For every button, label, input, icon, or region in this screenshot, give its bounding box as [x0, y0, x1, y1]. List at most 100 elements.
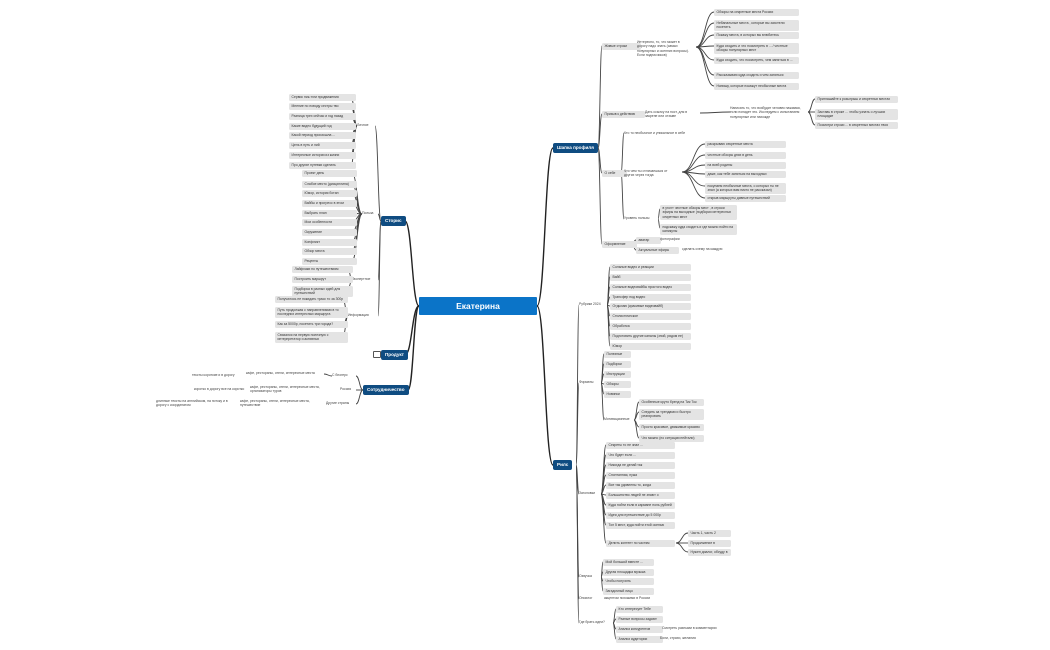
stories-plan-item[interactable]: Разница трех сейчас и год назад	[289, 113, 356, 120]
reels-formats-item[interactable]: Новинки	[604, 391, 631, 398]
reels-hooks-item[interactable]: Делить контент по частям	[606, 540, 675, 547]
coop-other-left[interactable]: длинные тексты на английском, на потоку …	[156, 399, 228, 408]
reels-topics-item[interactable]: Сольные видео и реакции	[610, 264, 691, 271]
reels-voice-item[interactable]: Чтобы получить	[603, 578, 654, 585]
stories-info-label[interactable]: Информация	[348, 313, 369, 317]
reels-hooks-sub[interactable]: Нужен диалог, обсуду в	[688, 549, 731, 556]
reels-cta-text[interactable]: акцентом похожими в России	[604, 596, 651, 600]
profile-name-label[interactable]: Живые строки	[602, 43, 641, 50]
topic-profile[interactable]: Шапка профиля	[553, 143, 598, 153]
reels-motivation-item[interactable]: Следить за трендами и быстро реагировать	[639, 409, 704, 420]
reels-hooks-item[interactable]: Что будет если ...	[606, 452, 675, 459]
coop-russia-label[interactable]: Россия	[340, 387, 352, 391]
stories-plan-item[interactable]: Цель в путь и лий	[289, 142, 356, 149]
profile-about-label[interactable]: О себе	[602, 170, 627, 177]
profile-design-item[interactable]: аватар	[636, 237, 661, 244]
reels-voice-item[interactable]: Мой большой вместе ...	[603, 559, 654, 566]
stories-useful-item[interactable]: Мои особенности	[302, 219, 357, 226]
profile-name-item[interactable]: Рассказываю куда сходить и чем заняться	[714, 72, 799, 79]
stories-plan-label[interactable]: Личное	[357, 123, 369, 127]
coop-russia-left[interactable]: коротко в дорогу все на коротко	[194, 387, 245, 391]
stories-info-item[interactable]: Путь продолжая с направлениями в то посл…	[275, 307, 348, 318]
profile-about-sub[interactable]: честные обзоры днях в день	[705, 152, 786, 159]
reels-cta-label[interactable]: Опоилог	[579, 596, 593, 600]
reels-topics-item[interactable]: Отдыхаю (красивые видеовайб)	[610, 303, 691, 310]
reels-hooks-item[interactable]: Спонтанная, нужа	[606, 472, 675, 479]
reels-hooks-sub[interactable]: Продолжение в	[688, 540, 731, 547]
stories-expert-item[interactable]: Построить маршрут	[292, 276, 353, 283]
profile-about-item[interactable]: Уровень пользы	[624, 216, 650, 220]
profile-name-item[interactable]: Куда сходить и что посмотреть в ... / че…	[714, 43, 799, 54]
profile-name-item[interactable]: Напишу, которые покажут необычные места	[714, 83, 799, 90]
stories-useful-item[interactable]: Вайбы и прогресс в этом	[302, 200, 357, 207]
stories-useful-item[interactable]: Выбрать план	[302, 210, 357, 217]
stories-plan-item[interactable]: Сервис ник-тэги продвижения	[289, 94, 356, 101]
reels-hooks-item[interactable]: Топ 5 мест, куда пойти этой осенью	[606, 522, 675, 529]
stories-info-item[interactable]: Связался на первую полезную с интерпрета…	[275, 332, 348, 343]
profile-about-item[interactable]: Кто то необычное и уникальное в себе	[624, 131, 686, 135]
reels-hooks-item[interactable]: Идеи для путешествие до 5 000р	[606, 512, 675, 519]
reels-formats-label[interactable]: Форматы	[579, 380, 594, 384]
profile-name-item[interactable]: Покажу места, в которых вы влюбитесь	[714, 32, 799, 39]
coop-russia-text[interactable]: кафе, рестораны, отели, интересные места…	[250, 385, 320, 394]
profile-cta-item[interactable]: Приглашайте к розыгрыш и секретных места…	[815, 96, 898, 103]
reels-where-item[interactable]: Разные вопросы задают	[616, 616, 663, 623]
profile-design-item[interactable]: Актуальные эфиры	[636, 247, 679, 254]
reels-topics-item[interactable]: Юмор	[610, 343, 691, 350]
stories-plan-item[interactable]: Какой период произошла ...	[289, 132, 356, 139]
profile-cta-label[interactable]: Призыв к действию	[602, 111, 645, 118]
coop-bloggers-text[interactable]: кафе, рестораны, отели, интересные места	[246, 371, 315, 375]
reels-topics-item[interactable]: Обработка	[610, 323, 691, 330]
stories-plan-item[interactable]: Про другие путевки сделать	[289, 162, 356, 169]
reels-where-label[interactable]: Где брать идеи?	[579, 620, 605, 624]
topic-product[interactable]: Продукт	[381, 350, 408, 360]
topic-reels[interactable]: Рилс	[553, 460, 573, 470]
reels-voice-item[interactable]: Другая площадка музыка	[603, 569, 654, 576]
profile-about-sub[interactable]: на всей родины	[705, 162, 786, 169]
reels-motivation-item[interactable]: Особенные круто бренд на Тик Ток	[639, 399, 704, 406]
reels-motivation-item[interactable]: Просто красивое, движимые красиво	[639, 424, 704, 431]
profile-name-item[interactable]: Обзоры на секретные места России	[714, 9, 799, 16]
profile-design-sub[interactable]: фотографии	[660, 237, 680, 241]
reels-hooks-item[interactable]: Секреты то не знал ...	[606, 442, 675, 449]
stories-useful-item[interactable]: Обзор места	[302, 248, 357, 255]
profile-about-sub[interactable]: раскрываю секретные места	[705, 141, 786, 148]
stories-expert-label[interactable]: Экспертное	[352, 277, 371, 281]
profile-design-sub[interactable]: сделать схему на каждую	[682, 247, 723, 251]
stories-info-item[interactable]: Получилось не покидать трасс то за 300р	[275, 296, 348, 303]
profile-about-sub[interactable]: открыв маршруты дивные путешествий	[705, 195, 786, 202]
profile-name-item[interactable]: Небанальные места , которые вы захотели …	[714, 20, 799, 31]
reels-topics-item[interactable]: Сольные видеовайбы простого видео	[610, 284, 691, 291]
reels-where-sub[interactable]: Боли, страхи, желания	[660, 636, 696, 640]
coop-other-label[interactable]: Другие страны	[326, 401, 350, 405]
stories-plan-item[interactable]: Мнение по поводу сестры тво	[289, 103, 356, 110]
coop-bloggers-left[interactable]: тексты короткие и в дорогу	[192, 373, 235, 377]
reels-hooks-item[interactable]: Большинство людей не знают о	[606, 492, 675, 499]
stories-useful-item[interactable]: Рецепты	[302, 258, 357, 265]
reels-formats-item[interactable]: Обзоры	[604, 381, 631, 388]
reels-formats-item[interactable]: Подборки	[604, 361, 631, 368]
stories-useful-item[interactable]: Проект день	[302, 170, 357, 177]
profile-about-sub[interactable]: подскажу куда сходить и где можно пойти …	[660, 224, 737, 235]
profile-cta-item[interactable]: Посмотри строки ... в секретных местах т…	[815, 122, 898, 129]
coop-other-text[interactable]: кафе, рестораны, отели, интересные места…	[240, 399, 310, 408]
stories-expert-item[interactable]: Лайфхаки по путешествиям	[292, 266, 353, 273]
profile-cta-text[interactable]: Дать ссылку на пост, для в закрепе или о…	[645, 110, 688, 119]
reels-hooks-item[interactable]: Все так удивлены то, когда	[606, 482, 675, 489]
reels-hooks-item[interactable]: Никогда не делай так	[606, 462, 675, 469]
reels-hooks-sub[interactable]: Часть 1, часть 2	[688, 530, 731, 537]
stories-useful-label[interactable]: Польза	[362, 211, 374, 215]
reels-where-item[interactable]: Кто интересует Тебе	[616, 606, 663, 613]
stories-useful-item[interactable]: Юмор, история ботан	[302, 190, 357, 197]
reels-hooks-label[interactable]: Заголовки	[579, 491, 595, 495]
profile-cta-item[interactable]: Заставь в строке ... чтобы узнать о лучш…	[815, 109, 898, 120]
profile-design-label[interactable]: Оформление	[602, 241, 637, 248]
stories-info-item[interactable]: Как за 5000р, посетить три города?	[275, 321, 348, 328]
stories-expert-item[interactable]: Подборка в разных идей для путешествий	[292, 286, 353, 297]
note-icon[interactable]	[373, 351, 381, 358]
stories-plan-item[interactable]: Интересные истории из жизни	[289, 152, 356, 159]
coop-bloggers-label[interactable]: С блогерс	[332, 373, 348, 377]
reels-where-item[interactable]: Анализ аудитории	[616, 636, 663, 643]
profile-name-desc[interactable]: Интересно, то, что может в дорогу надо з…	[637, 40, 689, 57]
reels-hooks-item[interactable]: Куда пойти если в кармане ноль рублей	[606, 502, 675, 509]
